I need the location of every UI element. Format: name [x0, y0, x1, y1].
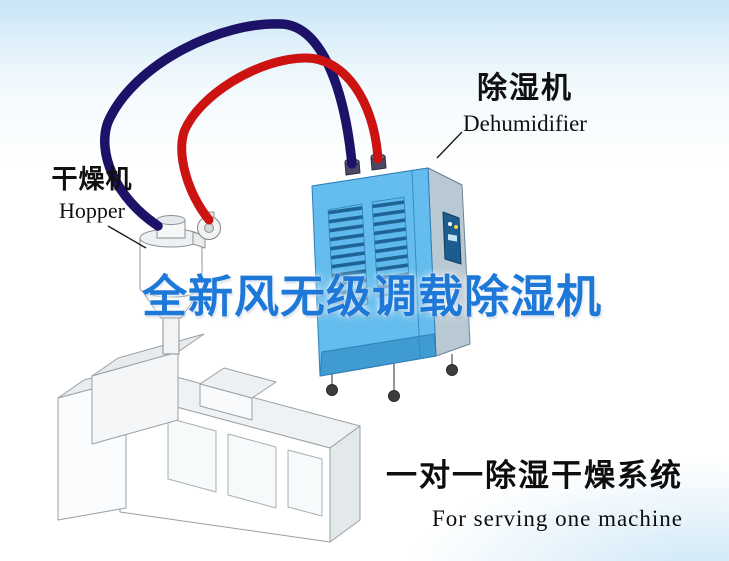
- caption-en: For serving one machine: [431, 506, 683, 531]
- hopper-label-cn: 干燥机: [51, 165, 133, 195]
- main-title: 全新风无级调载除湿机: [142, 270, 603, 323]
- caster-wheels: [326, 354, 458, 402]
- dehumidifier-label: 除湿机 Dehumidifier: [450, 72, 600, 136]
- vent-grille-left: [327, 203, 369, 311]
- hopper-pointer-line: [107, 225, 147, 249]
- hopper-label-en: Hopper: [59, 198, 125, 224]
- panel-button: [448, 222, 452, 226]
- extruder-step-front: [199, 383, 253, 421]
- extruder-gearbox-front: [91, 351, 179, 445]
- panel-display: [448, 234, 457, 242]
- hopper-dryer: [139, 211, 221, 355]
- vent-grille-right: [371, 196, 411, 298]
- dehumidifier-label-en: Dehumidifier: [463, 110, 587, 136]
- dehumidifier-label-cn: 除湿机: [477, 71, 573, 106]
- extruder-panel: [167, 417, 217, 493]
- panel-button: [454, 225, 458, 229]
- hopper-body: [139, 237, 203, 298]
- extruder-machine: [57, 333, 361, 543]
- cabinet-base-band: [319, 333, 437, 377]
- extruder-panel: [287, 449, 323, 517]
- dehumidifier-pointer-line: [436, 131, 463, 159]
- red-air-pipe: [177, 53, 383, 225]
- dehumidifier-unit: [311, 153, 471, 402]
- hopper-label: 干燥机 Hopper: [48, 165, 136, 224]
- extruder-panel: [227, 433, 277, 509]
- hopper-blower-hub: [204, 223, 214, 233]
- cabinet-seam: [411, 169, 421, 359]
- extruder-body-end: [329, 425, 361, 543]
- caption-cn: 一对一除湿干燥系统: [386, 458, 683, 494]
- caption-block: 一对一除湿干燥系统 For serving one machine: [386, 450, 683, 532]
